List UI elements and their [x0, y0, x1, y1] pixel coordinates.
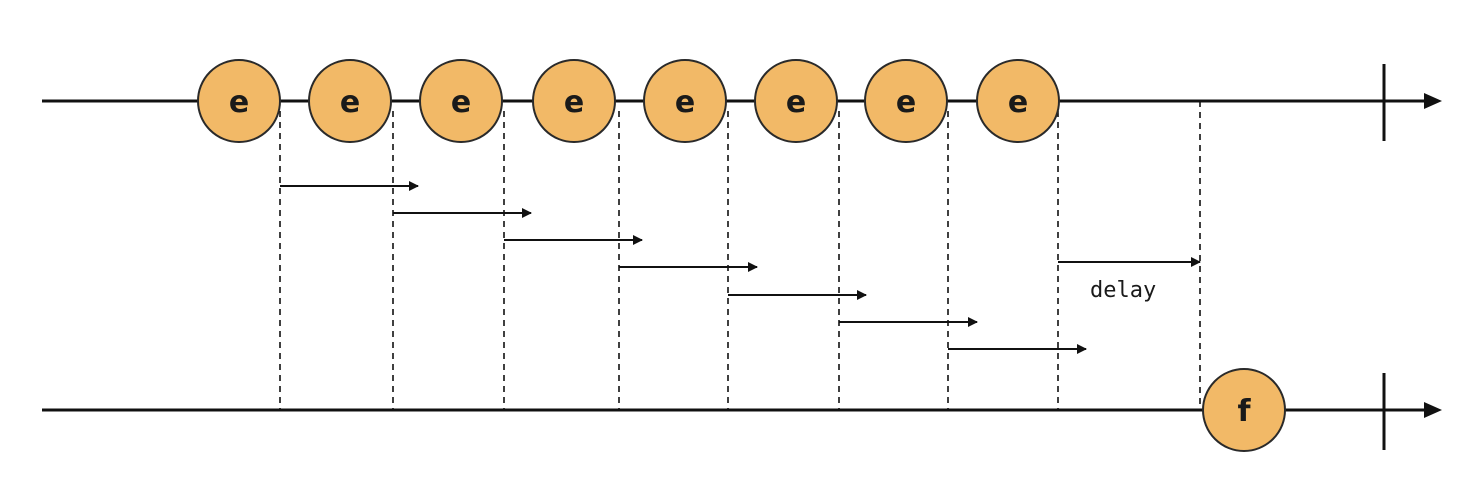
source-marble-circle [864, 59, 948, 143]
source-marble-5: e [643, 59, 727, 143]
source-marble-label: e [451, 85, 471, 120]
source-marble-circle [976, 59, 1060, 143]
source-marble-label: e [675, 85, 695, 120]
source-marble-label: e [1008, 85, 1028, 120]
source-marble-circle [419, 59, 503, 143]
delay-label: delay [1090, 278, 1156, 303]
source-marble-circle [643, 59, 727, 143]
output-marbles: f [1202, 368, 1286, 452]
source-marble-label: e [564, 85, 584, 120]
delay-arrows [280, 181, 1201, 354]
source-marble-circle [532, 59, 616, 143]
source-timeline-arrowhead [1424, 93, 1442, 109]
source-marble-circle [754, 59, 838, 143]
source-marble-label: e [896, 85, 916, 120]
output-timeline-arrowhead [1424, 402, 1442, 418]
output-marble-circle [1202, 368, 1286, 452]
output-timeline [42, 373, 1442, 450]
output-marble-label: f [1237, 394, 1251, 429]
source-marble-circle [308, 59, 392, 143]
source-marble-label: e [786, 85, 806, 120]
source-marble-4: e [532, 59, 616, 143]
output-marble-1: f [1202, 368, 1286, 452]
source-marble-1: e [197, 59, 281, 143]
dashed-guides [279, 101, 1201, 409]
source-marble-3: e [419, 59, 503, 143]
source-marble-2: e [308, 59, 392, 143]
source-marble-circle [197, 59, 281, 143]
source-marble-8: e [976, 59, 1060, 143]
source-marble-7: e [864, 59, 948, 143]
source-marble-6: e [754, 59, 838, 143]
source-marble-label: e [340, 85, 360, 120]
source-marble-label: e [229, 85, 249, 120]
